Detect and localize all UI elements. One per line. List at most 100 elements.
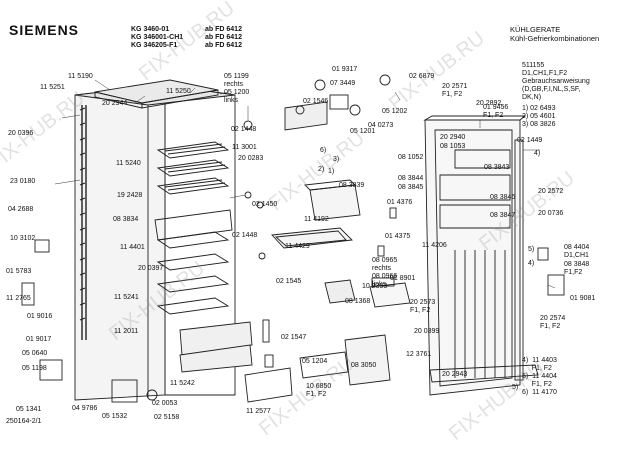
door-gasket: [429, 364, 539, 383]
part-number-label: 11 5251: [40, 84, 65, 91]
trays: [244, 101, 411, 403]
part-number-label: 20 2943: [442, 371, 468, 378]
category-title: KÜHLGERATE: [510, 25, 561, 34]
part-number-label: 12 3761: [406, 351, 432, 358]
part-number-label: 11 4192: [304, 216, 329, 223]
part-number-label: 20 2944: [102, 100, 128, 107]
part-number-label: 4): [528, 260, 535, 267]
part-number-label: 01 4376: [387, 199, 413, 206]
part-number-label: 11 5190: [68, 73, 93, 80]
part-number-label: 20 0396: [8, 130, 34, 137]
part-number-label: 01 9017: [26, 336, 52, 343]
part-number-label: 20 0736: [538, 210, 564, 217]
leader-lines: [54, 79, 556, 289]
part-number-label: 5): [528, 246, 535, 253]
part-number-label: 04 2688: [8, 206, 34, 213]
part-number-label: 02 1450: [252, 201, 278, 208]
part-number-label: 11 3001: [232, 144, 257, 151]
part-number-label: 11 4206: [422, 242, 447, 249]
shelves: [156, 141, 253, 373]
part-number-label: 01 9317: [332, 66, 358, 73]
part-number-label: 20 2573 F1, F2: [410, 299, 436, 314]
part-number-label: 02 1545: [276, 278, 302, 285]
part-number-label: 10 3102: [10, 235, 36, 242]
part-number-label: 08 3848 F1,F2: [564, 261, 590, 276]
model-number-2: KG 346001-CH1: [131, 34, 184, 41]
part-number-label: 10 2393: [362, 283, 388, 290]
cabinet-body: [74, 84, 236, 401]
rear-panel: [154, 209, 233, 241]
part-number-label: 2): [318, 166, 325, 173]
part-number-label: 01 9456 F1, F2: [483, 104, 509, 119]
model-ab-3: ab FD 6412: [205, 42, 242, 49]
part-number-label: 11 2577: [246, 408, 271, 415]
part-number-label: 08 1368: [345, 298, 371, 305]
part-number-label: 08 3843: [484, 164, 510, 171]
part-number-label: 20 0397: [138, 265, 164, 272]
part-number-label: 6): [320, 147, 327, 154]
part-number-label: 19 2428: [117, 192, 143, 199]
diagram-reference: 250164-2/1: [6, 418, 42, 425]
part-number-label: 20 2574 F1, F2: [540, 315, 566, 330]
manual-note: 511155 D1,CH1,F1,F2 Gebrauchsanweisung (…: [522, 62, 590, 101]
part-number-label: 11 5242: [170, 380, 195, 387]
part-number-label: 20 2940: [440, 134, 466, 141]
part-number-label: 08 3050: [351, 362, 377, 369]
part-number-label: 08 3847: [490, 212, 516, 219]
part-number-label: 05 1532: [102, 413, 128, 420]
part-number-label: 01 9081: [570, 295, 596, 302]
part-number-label: 3): [333, 156, 340, 163]
part-number-label: 08 3844: [398, 175, 424, 182]
part-number-label: 08 1053: [440, 143, 466, 150]
part-number-label: 1): [328, 168, 335, 175]
part-number-label: 02 1448: [232, 232, 258, 239]
part-number-label: 05 1198: [22, 365, 47, 372]
part-number-label: 11 2011: [114, 328, 139, 335]
part-number-label: 08 3845: [398, 184, 424, 191]
door: [423, 115, 527, 396]
hinge-part: [547, 274, 565, 296]
part-number-label: 02 1546: [303, 98, 329, 105]
category-subtitle: Kühl-Gefrierkombinationen: [510, 34, 600, 43]
part-number-label: 02 1449: [517, 137, 543, 144]
part-number-label: 4): [534, 150, 541, 157]
part-number-label: 07 3449: [330, 80, 356, 87]
part-number-label: 11 2765: [6, 295, 31, 302]
part-number-label: 08 0965 rechts 08 0966 links: [372, 257, 398, 288]
part-number-label: 20 2572: [538, 188, 564, 195]
part-number-label: 08 1052: [398, 154, 424, 161]
part-number-label: 5): [512, 384, 519, 391]
part-number-label: 01 5783: [6, 268, 32, 275]
model-ab-2: ab FD 6412: [205, 34, 242, 41]
part-number-label: 20 2571 F1, F2: [442, 83, 468, 98]
hinge-small: [537, 247, 549, 261]
part-number-label: 04 9786: [72, 405, 98, 412]
part-number-label: 02 1448: [231, 126, 257, 133]
part-number-label: 05 1201: [350, 128, 376, 135]
part-number-label: 05 1199 rechts 05 1200 links: [224, 73, 250, 104]
model-number-3: KG 346205-F1: [131, 42, 178, 49]
part-number-label: 02 0053: [152, 400, 178, 407]
part-number-label: 01 8901: [390, 275, 416, 282]
part-number-label: 20 0283: [238, 155, 264, 162]
part-number-label: 08 3834: [113, 216, 139, 223]
part-number-label: 11 4429: [285, 243, 310, 250]
footnote-list-2: 4) 11 4403 F1, F2 5) 11 4404 F1, F2 6) 1…: [522, 357, 557, 396]
part-number-label: 04 0273: [368, 122, 394, 129]
part-number-label: 11 5241: [114, 294, 139, 301]
part-number-label: 08 4404 D1,CH1: [564, 244, 590, 259]
part-number-label: 05 1341: [16, 406, 42, 413]
part-number-label: 05 0640: [22, 350, 48, 357]
small-parts: [21, 74, 397, 403]
part-number-label: 23 0180: [10, 178, 36, 185]
part-number-label: 01 4375: [385, 233, 411, 240]
top-cover: [94, 79, 219, 109]
part-number-label: 01 9016: [27, 313, 53, 320]
part-number-label: 02 5158: [154, 414, 180, 421]
part-number-label: 10 6850 F1, F2: [306, 383, 332, 398]
part-number-label: 02 1547: [281, 334, 307, 341]
part-number-label: 05 1204: [302, 358, 328, 365]
model-ab-1: ab FD 6412: [205, 26, 242, 33]
part-number-label: 11 4401: [120, 244, 145, 251]
